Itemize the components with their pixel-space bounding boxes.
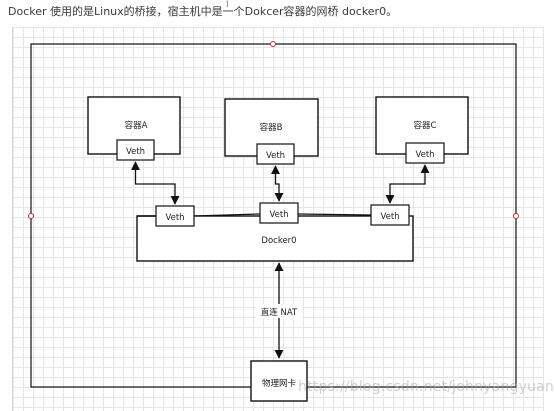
bridge-veth-b[interactable] [259,202,299,224]
container-c-veth-label: Veth [415,150,434,160]
docker0-bridge[interactable]: Docker0 Veth Veth Veth [136,202,414,262]
watermark-text: https://blog.csdn.net/johnyangyuan [298,379,554,395]
container-c[interactable]: 容器C Veth [375,96,469,164]
container-b-label: 容器B [260,122,283,133]
container-a[interactable]: 容器A Veth [87,96,181,161]
container-a-label: 容器A [125,120,148,131]
docker0-label: Docker0 [261,236,296,246]
veth-link-c [297,213,372,216]
physical-nic[interactable]: 物理网卡 [250,360,308,402]
container-c-veth[interactable] [405,142,445,164]
container-b[interactable]: 容器B Veth [224,98,319,165]
container-c-label: 容器C [414,120,437,131]
bridge-veth-a-label: Veth [165,213,184,223]
selection-handle-right[interactable] [513,213,519,219]
container-a-veth-label: Veth [126,147,145,157]
nat-label: 直连 NAT [261,307,298,318]
arrow-container-a-to-bridge [130,161,180,205]
arrow-container-b-to-bridge [270,165,284,202]
text-cursor-icon: I [226,0,229,10]
selection-handle-top[interactable] [270,41,276,47]
veth-link-a [193,213,261,217]
selection-handle-left[interactable] [28,213,34,219]
nic-label: 物理网卡 [262,378,297,389]
bridge-veth-c-label: Veth [380,212,399,222]
caption-text: Docker 使用的是Linux的桥接，宿主机中是一个Dokcer容器的网桥 d… [8,5,398,18]
arrow-container-c-to-bridge [385,164,430,204]
container-b-veth-label: Veth [266,151,285,161]
nat-label-bg [256,304,302,318]
bridge-veth-b-label: Veth [269,210,288,220]
container-b-veth[interactable] [256,143,295,165]
container-a-veth[interactable] [116,139,155,161]
